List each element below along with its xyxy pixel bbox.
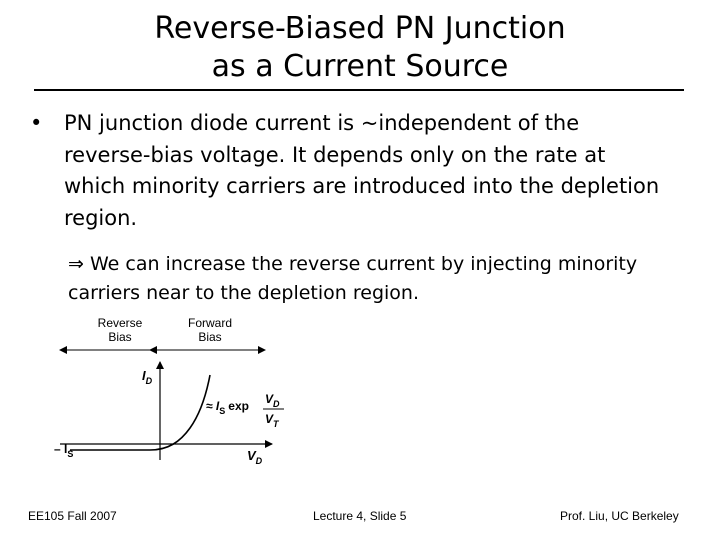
main-bullet: • PN junction diode current is ~independ… [30, 108, 670, 234]
footer-author: Prof. Liu, UC Berkeley [560, 509, 679, 523]
fraction-denominator: VT [265, 412, 280, 429]
forward-bias-label-2: Bias [198, 330, 221, 344]
footer-course: EE105 Fall 2007 [28, 509, 117, 523]
bullet-marker: • [30, 111, 43, 135]
vd-axis-label: VD [247, 448, 263, 466]
reverse-bias-label-1: Reverse [98, 316, 143, 330]
title-line-1: Reverse-Biased PN Junction [154, 11, 566, 46]
reverse-saturation-label: – IS [54, 442, 73, 459]
footer-slide-number: Lecture 4, Slide 5 [313, 509, 407, 523]
reverse-bias-label-2: Bias [108, 330, 131, 344]
sub-bullet-text: We can increase the reverse current by i… [68, 253, 638, 304]
bullet-text: PN junction diode current is ~independen… [64, 111, 660, 230]
id-axis-label: ID [142, 368, 153, 386]
slide-title: Reverse-Biased PN Junction as a Current … [60, 10, 660, 86]
title-line-2: as a Current Source [211, 49, 509, 84]
title-underline [34, 89, 684, 91]
fraction-numerator: VD [265, 392, 280, 409]
forward-bias-label-1: Forward [188, 316, 232, 330]
iv-characteristic-figure: Reverse Bias Forward Bias ID VD – IS ≈ I… [54, 316, 284, 466]
implies-arrow-icon: ⇒ [68, 253, 84, 275]
sub-bullet: ⇒ We can increase the reverse current by… [68, 250, 668, 308]
iv-curve [70, 374, 211, 451]
